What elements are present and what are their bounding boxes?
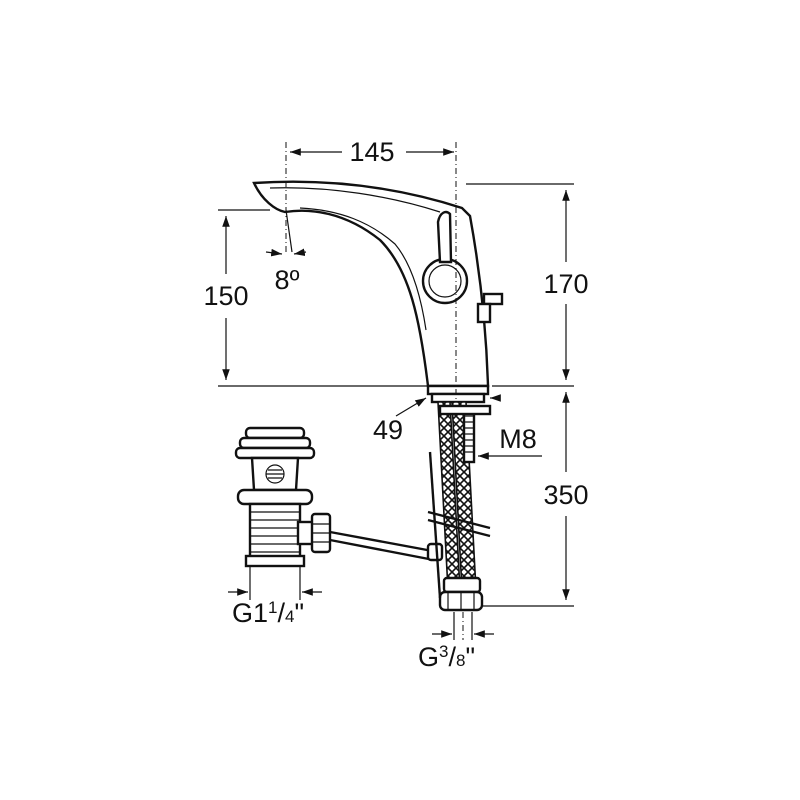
dimension-m8: M8 [478, 424, 542, 460]
dimension-hose-thread-label: G3/8" [418, 642, 475, 672]
faucet-body [252, 180, 490, 404]
dimension-170-label: 170 [543, 269, 588, 299]
dimension-49: 49 [373, 394, 501, 445]
dimension-350: 350 [482, 392, 589, 607]
dimension-150: 150 [203, 209, 428, 387]
dimension-350-label: 350 [543, 480, 588, 510]
dimension-hose-thread: G3/8" [418, 612, 494, 672]
dimension-m8-label: M8 [499, 424, 537, 454]
dimension-145: 145 [290, 137, 454, 167]
supply-hoses [427, 401, 492, 612]
center-lines [285, 142, 464, 640]
dimension-49-label: 49 [373, 415, 403, 445]
dimension-8-degree-label: 8º [275, 265, 300, 295]
dimension-170: 170 [466, 183, 589, 387]
dimension-waste-thread: G11/4" [228, 566, 322, 628]
dimension-150-label: 150 [203, 281, 248, 311]
dimension-145-label: 145 [349, 137, 394, 167]
popup-waste [234, 426, 444, 599]
dimension-waste-thread-label: G11/4" [232, 598, 304, 628]
popup-knob [476, 292, 504, 324]
dimension-8-degree: 8º [265, 209, 307, 295]
lever-handle [421, 210, 469, 305]
